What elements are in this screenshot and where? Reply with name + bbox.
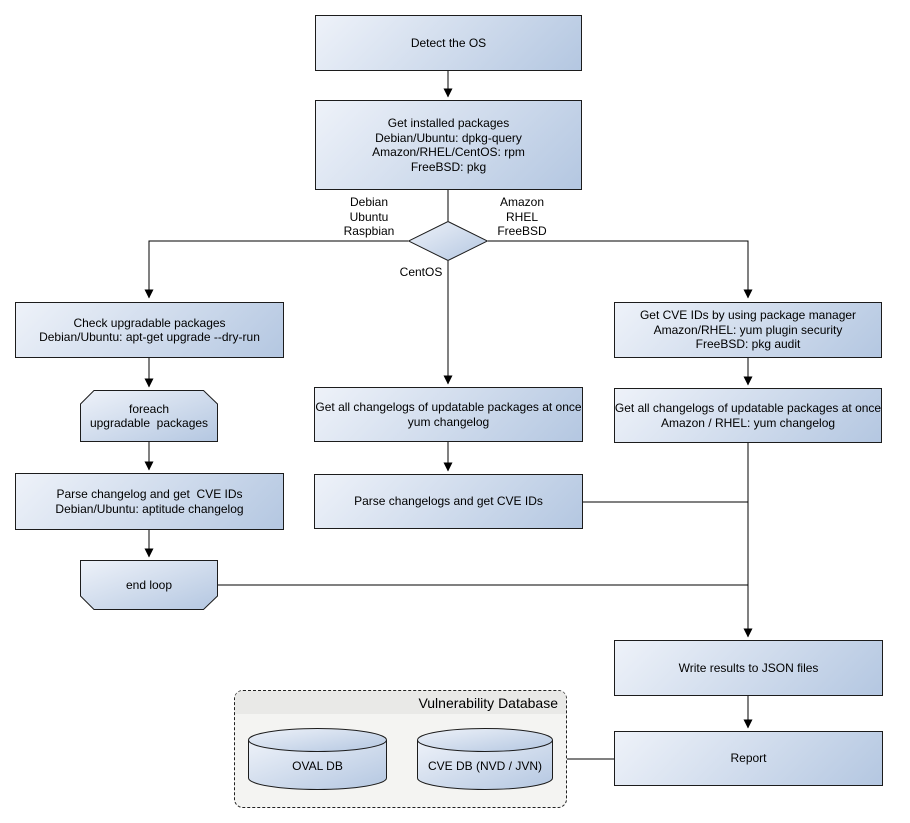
node-get-cve-ids-pkg-manager: Get CVE IDs by using package manager Ama…	[614, 302, 882, 358]
cve-db-cylinder: CVE DB (NVD / JVN)	[417, 728, 553, 790]
node-parse-changelogs-centos-label: Parse changelogs and get CVE IDs	[354, 494, 543, 509]
node-check-upgradable-packages: Check upgradable packages Debian/Ubuntu:…	[15, 302, 284, 358]
oval-db-label: OVAL DB	[292, 758, 343, 773]
node-foreach-loop-label: foreach upgradable packages	[89, 401, 209, 431]
vulnerability-database-header: Vulnerability Database	[235, 691, 566, 714]
node-detect-os: Detect the OS	[315, 15, 582, 71]
node-detect-os-label: Detect the OS	[410, 35, 487, 50]
node-get-changelogs-amazon-label: Get all changelogs of updatable packages…	[614, 401, 882, 430]
node-report: Report	[614, 731, 883, 786]
node-parse-changelog-debian-label: Parse changelog and get CVE IDs Debian/U…	[55, 487, 244, 516]
loop-end-shape	[80, 560, 218, 610]
os-decision-diamond	[408, 221, 488, 261]
node-get-changelogs-centos-label: Get all changelogs of updatable packages…	[315, 400, 582, 429]
branch-label-amazon: Amazon RHEL FreeBSD	[497, 195, 547, 238]
cve-db-label: CVE DB (NVD / JVN)	[427, 758, 542, 773]
branch-label-debian: Debian Ubuntu Raspbian	[343, 195, 395, 238]
edge-decision-to-get-cve-ids	[488, 240, 753, 299]
diamond-shape	[408, 221, 488, 261]
node-write-results-json: Write results to JSON files	[614, 640, 883, 696]
node-get-cve-ids-pkg-manager-label: Get CVE IDs by using package manager Ama…	[639, 308, 857, 352]
database-cylinder-icon	[248, 728, 387, 790]
vulnerability-database-title: Vulnerability Database	[418, 694, 558, 711]
oval-db-cylinder: OVAL DB	[248, 728, 387, 790]
node-foreach-loop: foreach upgradable packages	[80, 390, 218, 442]
node-get-installed-packages: Get installed packages Debian/Ubuntu: dp…	[315, 100, 582, 190]
loop-start-shape	[80, 390, 218, 442]
node-end-loop: end loop	[80, 560, 218, 610]
database-cylinder-icon	[417, 728, 553, 790]
node-write-results-json-label: Write results to JSON files	[678, 660, 819, 675]
node-parse-changelogs-centos: Parse changelogs and get CVE IDs	[314, 474, 583, 529]
edge-decision-to-check-upgradable	[144, 240, 408, 299]
node-end-loop-label: end loop	[125, 577, 173, 592]
node-report-label: Report	[730, 751, 767, 766]
node-get-changelogs-centos: Get all changelogs of updatable packages…	[314, 387, 583, 442]
node-check-upgradable-packages-label: Check upgradable packages Debian/Ubuntu:…	[39, 315, 260, 345]
node-get-changelogs-amazon: Get all changelogs of updatable packages…	[614, 388, 882, 443]
node-get-installed-packages-label: Get installed packages Debian/Ubuntu: dp…	[372, 116, 525, 174]
branch-label-centos: CentOS	[399, 265, 443, 279]
node-parse-changelog-debian: Parse changelog and get CVE IDs Debian/U…	[15, 473, 284, 530]
